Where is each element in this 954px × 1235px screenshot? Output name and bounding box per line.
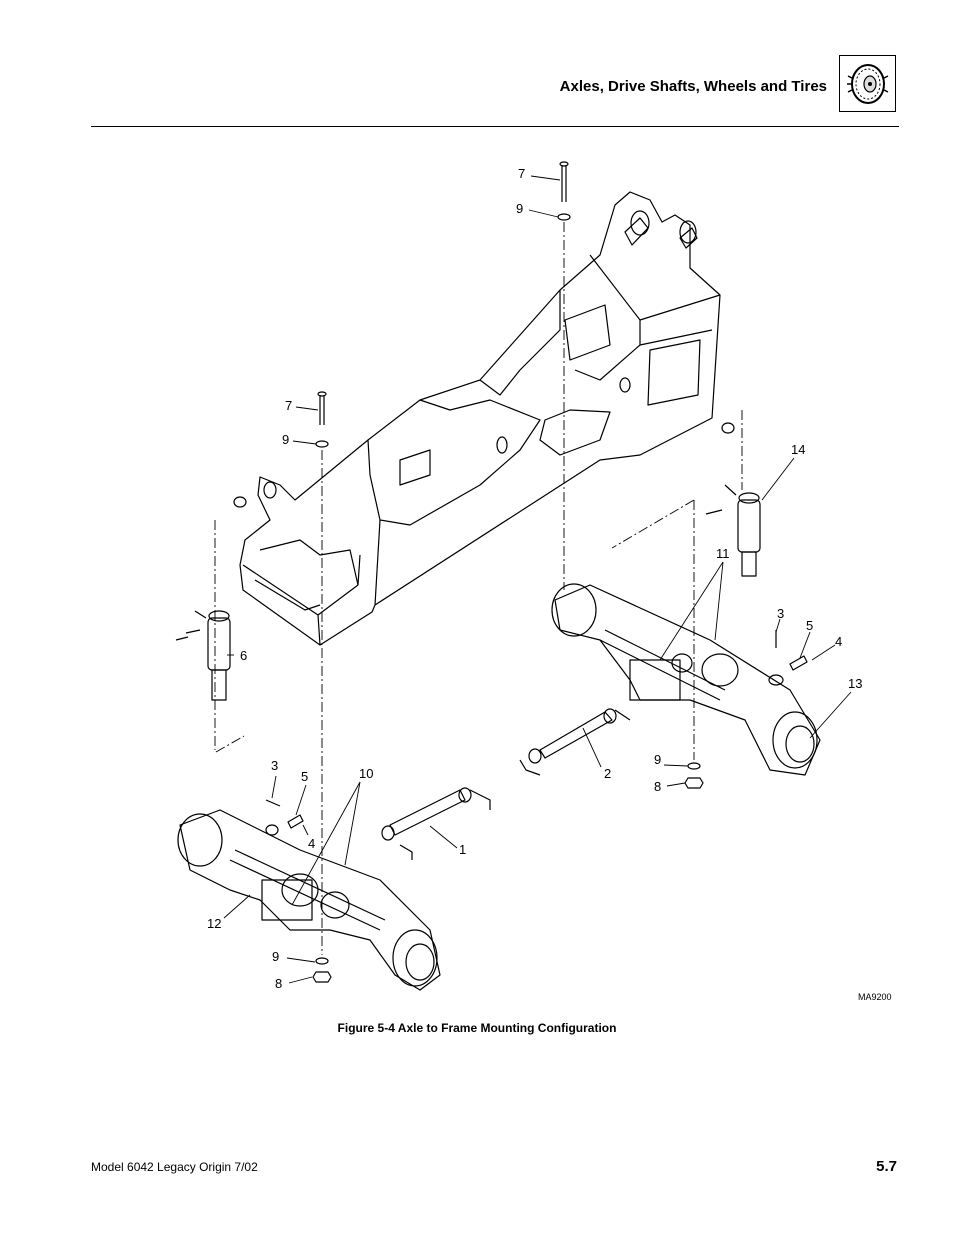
callout-8-bottom: 8 <box>275 976 283 991</box>
front-axle <box>177 809 441 991</box>
callout-10: 10 <box>359 766 374 781</box>
right-oscillation-cylinder <box>705 422 761 577</box>
callout-9-top: 9 <box>516 201 524 216</box>
callout-9-bottom: 9 <box>272 949 280 964</box>
footer-model-info: Model 6042 Legacy Origin 7/02 <box>91 1160 258 1174</box>
callout-13: 13 <box>848 676 863 691</box>
header-divider <box>91 126 899 127</box>
callout-3-left: 3 <box>271 758 279 773</box>
callout-9-left: 9 <box>282 432 290 447</box>
mounting-bolts <box>315 161 571 448</box>
chassis-frame <box>239 191 721 646</box>
callout-11: 11 <box>716 546 730 561</box>
callout-4-left: 4 <box>308 836 316 851</box>
callout-5-right: 5 <box>806 618 814 633</box>
page-number: 5.7 <box>876 1158 897 1175</box>
rear-axle <box>551 583 821 776</box>
callout-4-right: 4 <box>835 634 843 649</box>
callout-5-left: 5 <box>301 769 309 784</box>
section-title: Axles, Drive Shafts, Wheels and Tires <box>559 78 827 95</box>
callout-3-right: 3 <box>777 606 785 621</box>
drive-shaft-front <box>381 787 491 860</box>
callout-7-left: 7 <box>285 398 293 413</box>
figure-reference-code: MA9200 <box>858 992 892 1002</box>
callout-12: 12 <box>207 916 222 931</box>
callout-6: 6 <box>240 648 248 663</box>
drive-shaft-rear <box>519 708 631 776</box>
tire-wheel-icon <box>839 55 896 112</box>
callout-2: 2 <box>604 766 612 781</box>
callout-leaders <box>223 175 852 984</box>
callout-9-right: 9 <box>654 752 662 767</box>
callout-8-right: 8 <box>654 779 662 794</box>
figure-caption: Figure 5-4 Axle to Frame Mounting Config… <box>337 1021 617 1035</box>
callout-14: 14 <box>791 442 806 457</box>
callout-1: 1 <box>459 842 467 857</box>
alignment-lines <box>214 222 743 955</box>
callout-7-top: 7 <box>518 166 526 181</box>
left-oscillation-cylinder <box>175 496 247 701</box>
